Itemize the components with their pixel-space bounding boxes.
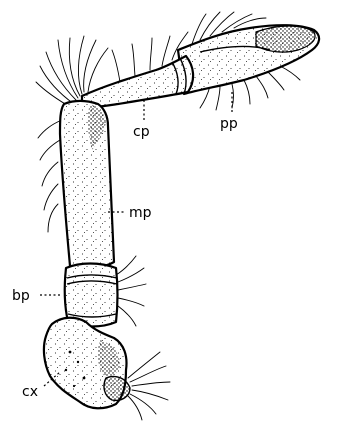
label-cp: cp <box>133 124 150 140</box>
propodus <box>178 25 324 96</box>
merus <box>58 98 118 274</box>
coxa <box>40 314 132 414</box>
setae-basis <box>116 256 146 326</box>
label-bp: bp <box>12 288 30 304</box>
label-cx: cx <box>22 384 38 400</box>
setae-merus-left <box>38 120 62 232</box>
label-mp: mp <box>129 205 152 221</box>
setae-coxa <box>128 352 170 420</box>
label-pp: pp <box>220 116 238 132</box>
